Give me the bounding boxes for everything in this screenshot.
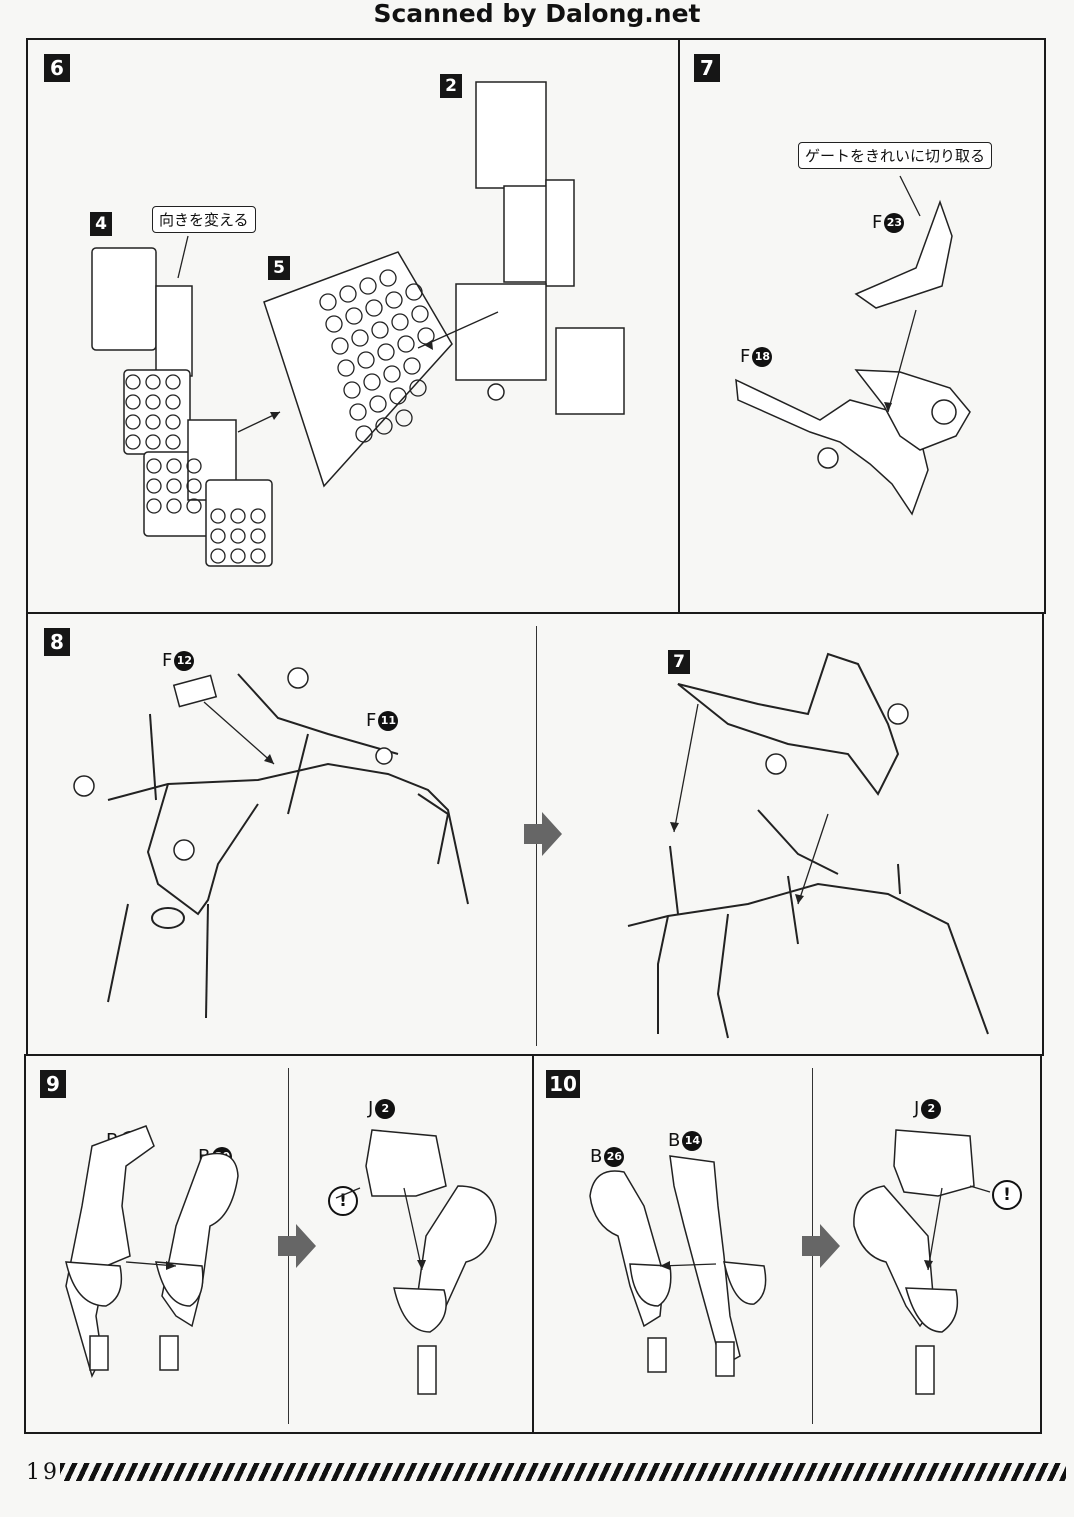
step-number: 9	[40, 1070, 66, 1098]
step-number: 6	[44, 54, 70, 82]
next-arrow-icon	[524, 812, 562, 856]
caution-icon: !	[992, 1180, 1022, 1210]
rotate-note: 向きを変える	[152, 206, 256, 233]
footer-hatch-bar	[60, 1463, 1066, 1481]
page-header: Scanned by Dalong.net	[373, 0, 701, 28]
sub-step-4: 4	[90, 212, 112, 236]
step-8-illustration	[73, 652, 989, 1039]
sub-step-7: 7	[668, 650, 690, 674]
step-number: 8	[44, 628, 70, 656]
step-number: 7	[694, 54, 720, 82]
step-10-illustration	[589, 1129, 991, 1395]
page-number: 19	[26, 1460, 60, 1485]
sub-step-2: 2	[440, 74, 462, 98]
step-6-illustration	[91, 81, 625, 567]
gate-cut-note: ゲートをきれいに切り取る	[798, 142, 993, 169]
next-arrow-icon	[802, 1224, 840, 1268]
step-9-illustration	[65, 1125, 497, 1395]
step-9-panel: 9 B15 B30 J2 !	[24, 1054, 534, 1434]
sub-step-5: 5	[268, 256, 290, 280]
step-6-panel: 6 2 4 5 向きを変える	[26, 38, 680, 614]
step-7-illustration	[735, 175, 971, 516]
next-arrow-icon	[278, 1224, 316, 1268]
step-number: 10	[546, 1070, 580, 1098]
